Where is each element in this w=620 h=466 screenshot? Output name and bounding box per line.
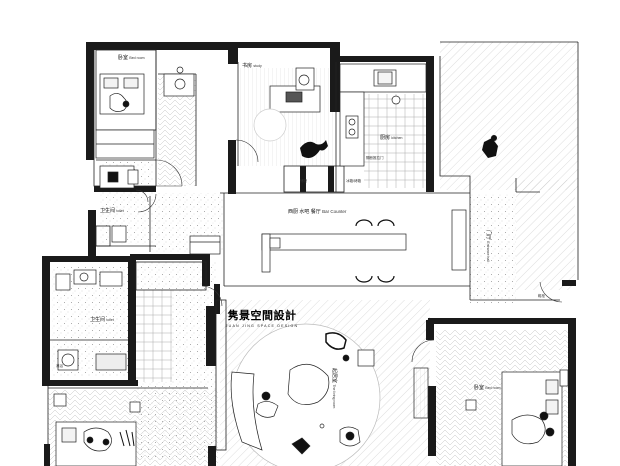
walls — [42, 42, 576, 466]
bedroom-right-zh: 卧室 — [474, 385, 485, 391]
bedroom-right-label: 卧室 Bed room — [474, 384, 501, 391]
bar-zh: 西厨 水吧 餐厅 — [288, 209, 321, 215]
study-zh: 书房 — [242, 63, 253, 69]
fridge-label: 冰箱/烤箱 — [346, 179, 361, 183]
living-zh: 起居室 — [331, 368, 337, 384]
living-label: 起居室 The living room — [331, 368, 338, 408]
entrance-zh: 门厅 — [485, 230, 491, 241]
bedroom-right-en: Bed room — [485, 386, 501, 390]
brand-name-en: JUAN JING SPACE DESIGN — [225, 324, 299, 328]
bar-counter — [189, 209, 467, 283]
bar-label: 西厨 水吧 餐厅 Bar Counter — [288, 208, 346, 215]
study-floor — [238, 68, 334, 166]
bedroom-top-en: Bed room — [129, 56, 145, 60]
entrance-en: Entrance hall — [486, 241, 490, 262]
study-en: study — [253, 64, 262, 68]
bedroom-top-label: 卧室 Bed room — [118, 54, 145, 61]
toilet-top-en: toilet — [116, 209, 124, 213]
balcony-figure — [482, 135, 498, 158]
toilet-top-zh: 卫生间 — [100, 208, 116, 214]
bar-en: Bar Counter — [322, 209, 347, 214]
study-label: 书房 study — [242, 62, 262, 69]
bedroom-top-zh: 卧室 — [118, 55, 129, 61]
entrance-terrazzo — [470, 194, 516, 304]
bedroom-top-furniture — [95, 66, 195, 159]
toilet-bottom-label: 卫生间 toilet — [90, 316, 114, 323]
shoe-cabinet-label: 鞋柜 — [538, 294, 545, 298]
toilet-bottom-zh: 卫生间 — [90, 317, 106, 323]
balcony-hatch-right — [515, 180, 575, 290]
study-furniture — [253, 67, 328, 158]
kitchen-door-label: 隔断推拉门 — [366, 156, 384, 160]
entrance-label: 门厅 Entrance hall — [485, 230, 492, 262]
brand-logo: 隽景空間設計 JUAN JING SPACE DESIGN — [224, 307, 300, 328]
bathroom-bottom-grid — [136, 290, 172, 382]
toilet-bottom-en: toilet — [106, 318, 114, 322]
toilet-top-fixtures — [99, 165, 139, 243]
door-swings — [135, 139, 563, 363]
toilet-top-label: 卫生间 toilet — [100, 207, 124, 214]
toilet-bottom-fixtures — [55, 269, 127, 371]
kitchen-zh: 厨房 — [380, 135, 391, 141]
kitchen-furniture — [339, 63, 427, 167]
living-room-furniture — [230, 323, 381, 466]
shower-label: 淋浴 — [56, 364, 63, 368]
balcony-hatch-top-right — [440, 42, 578, 190]
brand-name-zh: 隽景空間設計 — [227, 309, 297, 322]
kitchen-tiles — [364, 94, 430, 188]
bedroom-bottom-furniture — [53, 393, 141, 466]
kitchen-en: kitchen — [391, 136, 403, 140]
bedroom-right-furniture — [413, 367, 569, 466]
living-en: The living room — [332, 384, 336, 409]
kitchen-label: 厨房 kitchen — [380, 134, 403, 141]
pantry-label: 储物 — [300, 179, 307, 183]
